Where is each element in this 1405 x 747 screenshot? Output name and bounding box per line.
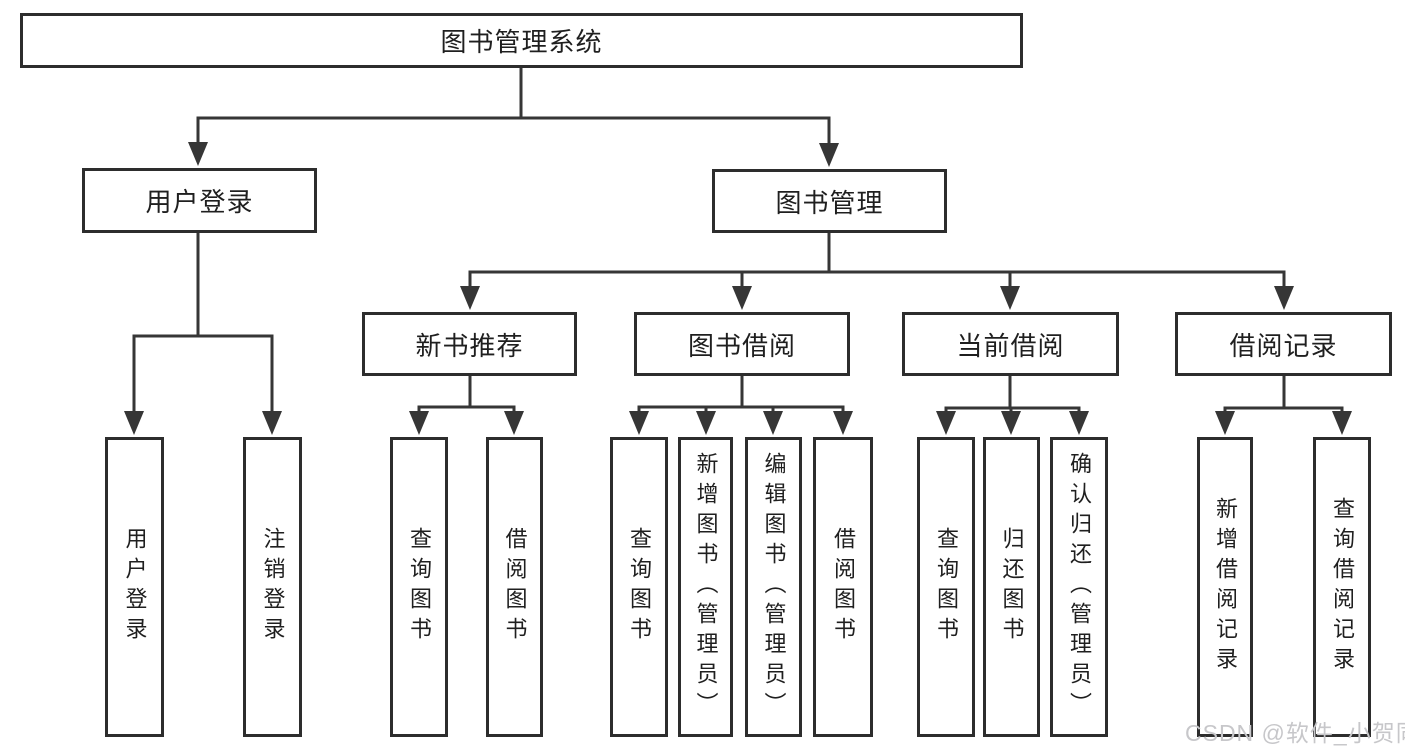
leaf-borrow-edit-admin: 编辑图书（管理员） <box>745 437 802 737</box>
leaf-borrow-add-admin-label: 新增图书（管理员） <box>693 452 719 722</box>
leaf-current-return-label: 归还图书 <box>999 527 1025 647</box>
leaf-current-query-label: 查询图书 <box>934 527 959 647</box>
connector-userlogin-to-leaves <box>124 233 282 435</box>
leaf-records-add-label: 新增借阅记录 <box>1213 497 1238 677</box>
connector-bookmgmt-to-level3 <box>460 233 1294 310</box>
node-borrow-records-label: 借阅记录 <box>1229 330 1338 361</box>
node-user-login: 用户登录 <box>82 168 317 233</box>
node-borrow-records: 借阅记录 <box>1175 312 1392 376</box>
node-root-system-label: 图书管理系统 <box>440 27 603 57</box>
connector-newbooks-to-leaves <box>409 376 524 435</box>
connector-root-to-level2 <box>188 68 839 167</box>
leaf-logout: 注销登录 <box>243 437 302 737</box>
leaf-borrow-borrow: 借阅图书 <box>813 437 873 737</box>
leaf-logout-label: 注销登录 <box>260 527 286 647</box>
leaf-records-query-label: 查询借阅记录 <box>1330 497 1355 677</box>
node-new-book-recommend: 新书推荐 <box>362 312 577 376</box>
leaf-borrow-borrow-label: 借阅图书 <box>831 527 856 647</box>
connector-current-to-leaves <box>936 376 1089 435</box>
node-new-book-recommend-label: 新书推荐 <box>415 330 524 361</box>
leaf-current-return: 归还图书 <box>983 437 1040 737</box>
leaf-borrow-add-admin: 新增图书（管理员） <box>678 437 733 737</box>
leaf-newbooks-borrow: 借阅图书 <box>486 437 543 737</box>
leaf-borrow-query: 查询图书 <box>610 437 668 737</box>
node-user-login-label: 用户登录 <box>145 187 254 217</box>
leaf-newbooks-borrow-label: 借阅图书 <box>502 527 528 647</box>
node-current-borrow-label: 当前借阅 <box>956 330 1065 361</box>
leaf-borrow-query-label: 查询图书 <box>627 527 652 647</box>
leaf-current-confirm-admin-label: 确认归还（管理员） <box>1067 452 1092 722</box>
node-book-borrow-label: 图书借阅 <box>687 330 796 361</box>
connector-borrow-to-leaves <box>629 376 853 435</box>
connector-records-to-leaves <box>1215 376 1352 435</box>
leaf-newbooks-query: 查询图书 <box>390 437 448 737</box>
leaf-records-add: 新增借阅记录 <box>1197 437 1253 737</box>
leaf-current-query: 查询图书 <box>917 437 975 737</box>
watermark-text: CSDN @软件_小贺同学 <box>1185 720 1405 746</box>
leaf-records-query: 查询借阅记录 <box>1313 437 1371 737</box>
node-root-system: 图书管理系统 <box>20 13 1023 68</box>
leaf-user-login-label: 用户登录 <box>122 527 148 647</box>
node-book-borrow: 图书借阅 <box>634 312 850 376</box>
node-current-borrow: 当前借阅 <box>902 312 1119 376</box>
leaf-borrow-edit-admin-label: 编辑图书（管理员） <box>761 452 787 722</box>
node-book-management-label: 图书管理 <box>775 187 884 218</box>
node-book-management: 图书管理 <box>712 169 947 233</box>
leaf-newbooks-query-label: 查询图书 <box>407 527 432 647</box>
leaf-user-login: 用户登录 <box>105 437 164 737</box>
leaf-current-confirm-admin: 确认归还（管理员） <box>1050 437 1108 737</box>
